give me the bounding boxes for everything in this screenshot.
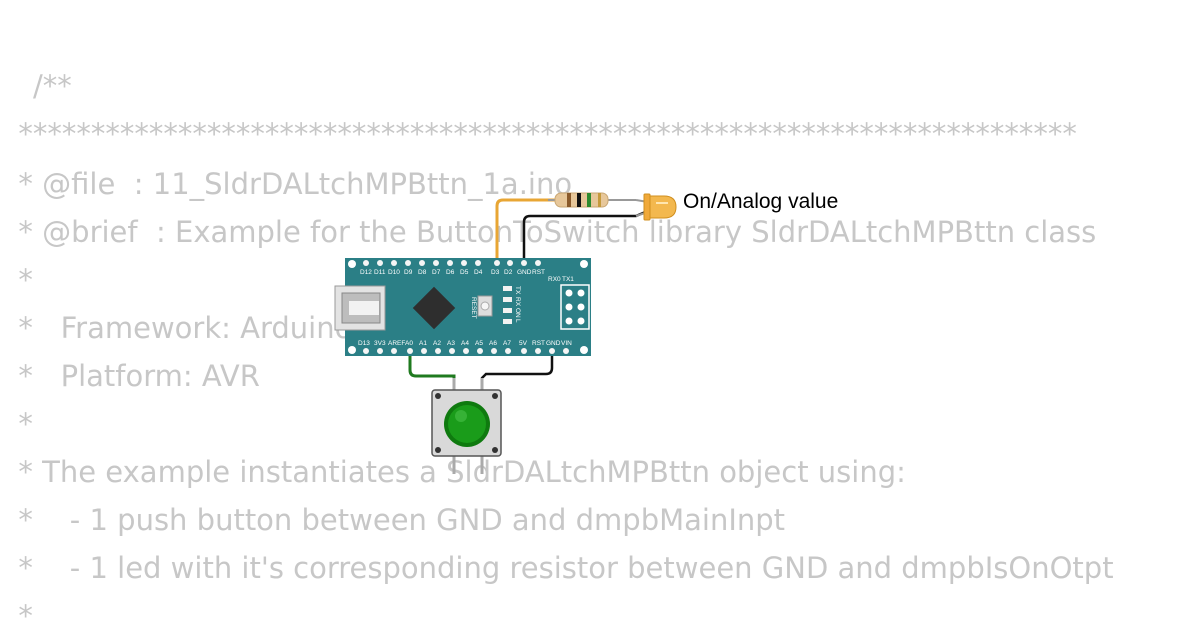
pin-label: 3V3 [374,340,386,347]
black-wire-button [480,348,554,392]
pin-label: A0 [405,340,413,347]
pin-label: RST [532,269,545,276]
reset-label: RESET [470,297,477,319]
pin-label: D12 [360,269,372,276]
pin-label: D7 [432,269,441,276]
code-line-1: /** [33,69,72,103]
pin-label: A4 [461,340,469,347]
resistor [548,192,636,208]
code-line-10: * - 1 push button between GND and dmpbMa… [0,503,786,537]
pin-label: AREF [388,340,405,347]
pin-label: D11 [374,269,386,276]
pin-label: A6 [489,340,497,347]
pin-label: A3 [447,340,455,347]
code-line-11: * - 1 led with it's corresponding resist… [0,551,1114,585]
pin-label: GND [546,340,561,347]
pin-label: TX1 [562,276,574,283]
pin-label: A7 [503,340,511,347]
code-line-3: * @file : 11_SldrDALtchMPBttn_1a.ino [0,167,573,201]
pin-label: D6 [446,269,455,276]
pin-label: VIN [561,340,572,347]
pin-label: D13 [358,340,370,347]
pin-label: RST [532,340,545,347]
pin-label: GND [517,269,532,276]
pin-label: D3 [491,269,500,276]
code-line-9: * The example instantiates a SldrDALtchM… [18,455,906,489]
code-line-8: * [0,407,33,441]
pin-label: D5 [460,269,469,276]
code-line-6: * Framework: Arduino [0,311,353,345]
pin-label: A1 [419,340,427,347]
code-line-5: * [0,263,33,297]
led-label: On/Analog value [683,190,839,213]
green-wire [408,348,456,392]
push-button [431,378,502,474]
pin-label: A5 [475,340,483,347]
led-label-on: ON [514,308,521,318]
pin-label: D8 [418,269,427,276]
led-label-l: L [514,319,521,323]
yellow-wire [495,198,555,262]
code-line-12: * [0,599,33,633]
led-label-tx: TX [514,286,521,295]
led-label-rx: RX [514,297,521,307]
pin-label: D10 [388,269,400,276]
code-line-2: ****************************************… [0,117,1077,151]
pin-label: D2 [504,269,513,276]
pin-label: A2 [433,340,441,347]
arduino-nano-board: D12 D11 D10 D9 D8 D7 D6 D5 D4 D3 D2 GND … [334,258,591,356]
led-icon [635,193,677,221]
pin-label: 5V [519,340,528,347]
pin-label: RX0 [548,276,561,283]
pin-label: D9 [404,269,413,276]
code-line-4: * @brief : Example for the ButtonToSwitc… [0,215,1097,249]
black-wire-led [522,208,651,262]
code-line-7: * Platform: AVR [0,359,260,393]
pin-label: D4 [474,269,483,276]
